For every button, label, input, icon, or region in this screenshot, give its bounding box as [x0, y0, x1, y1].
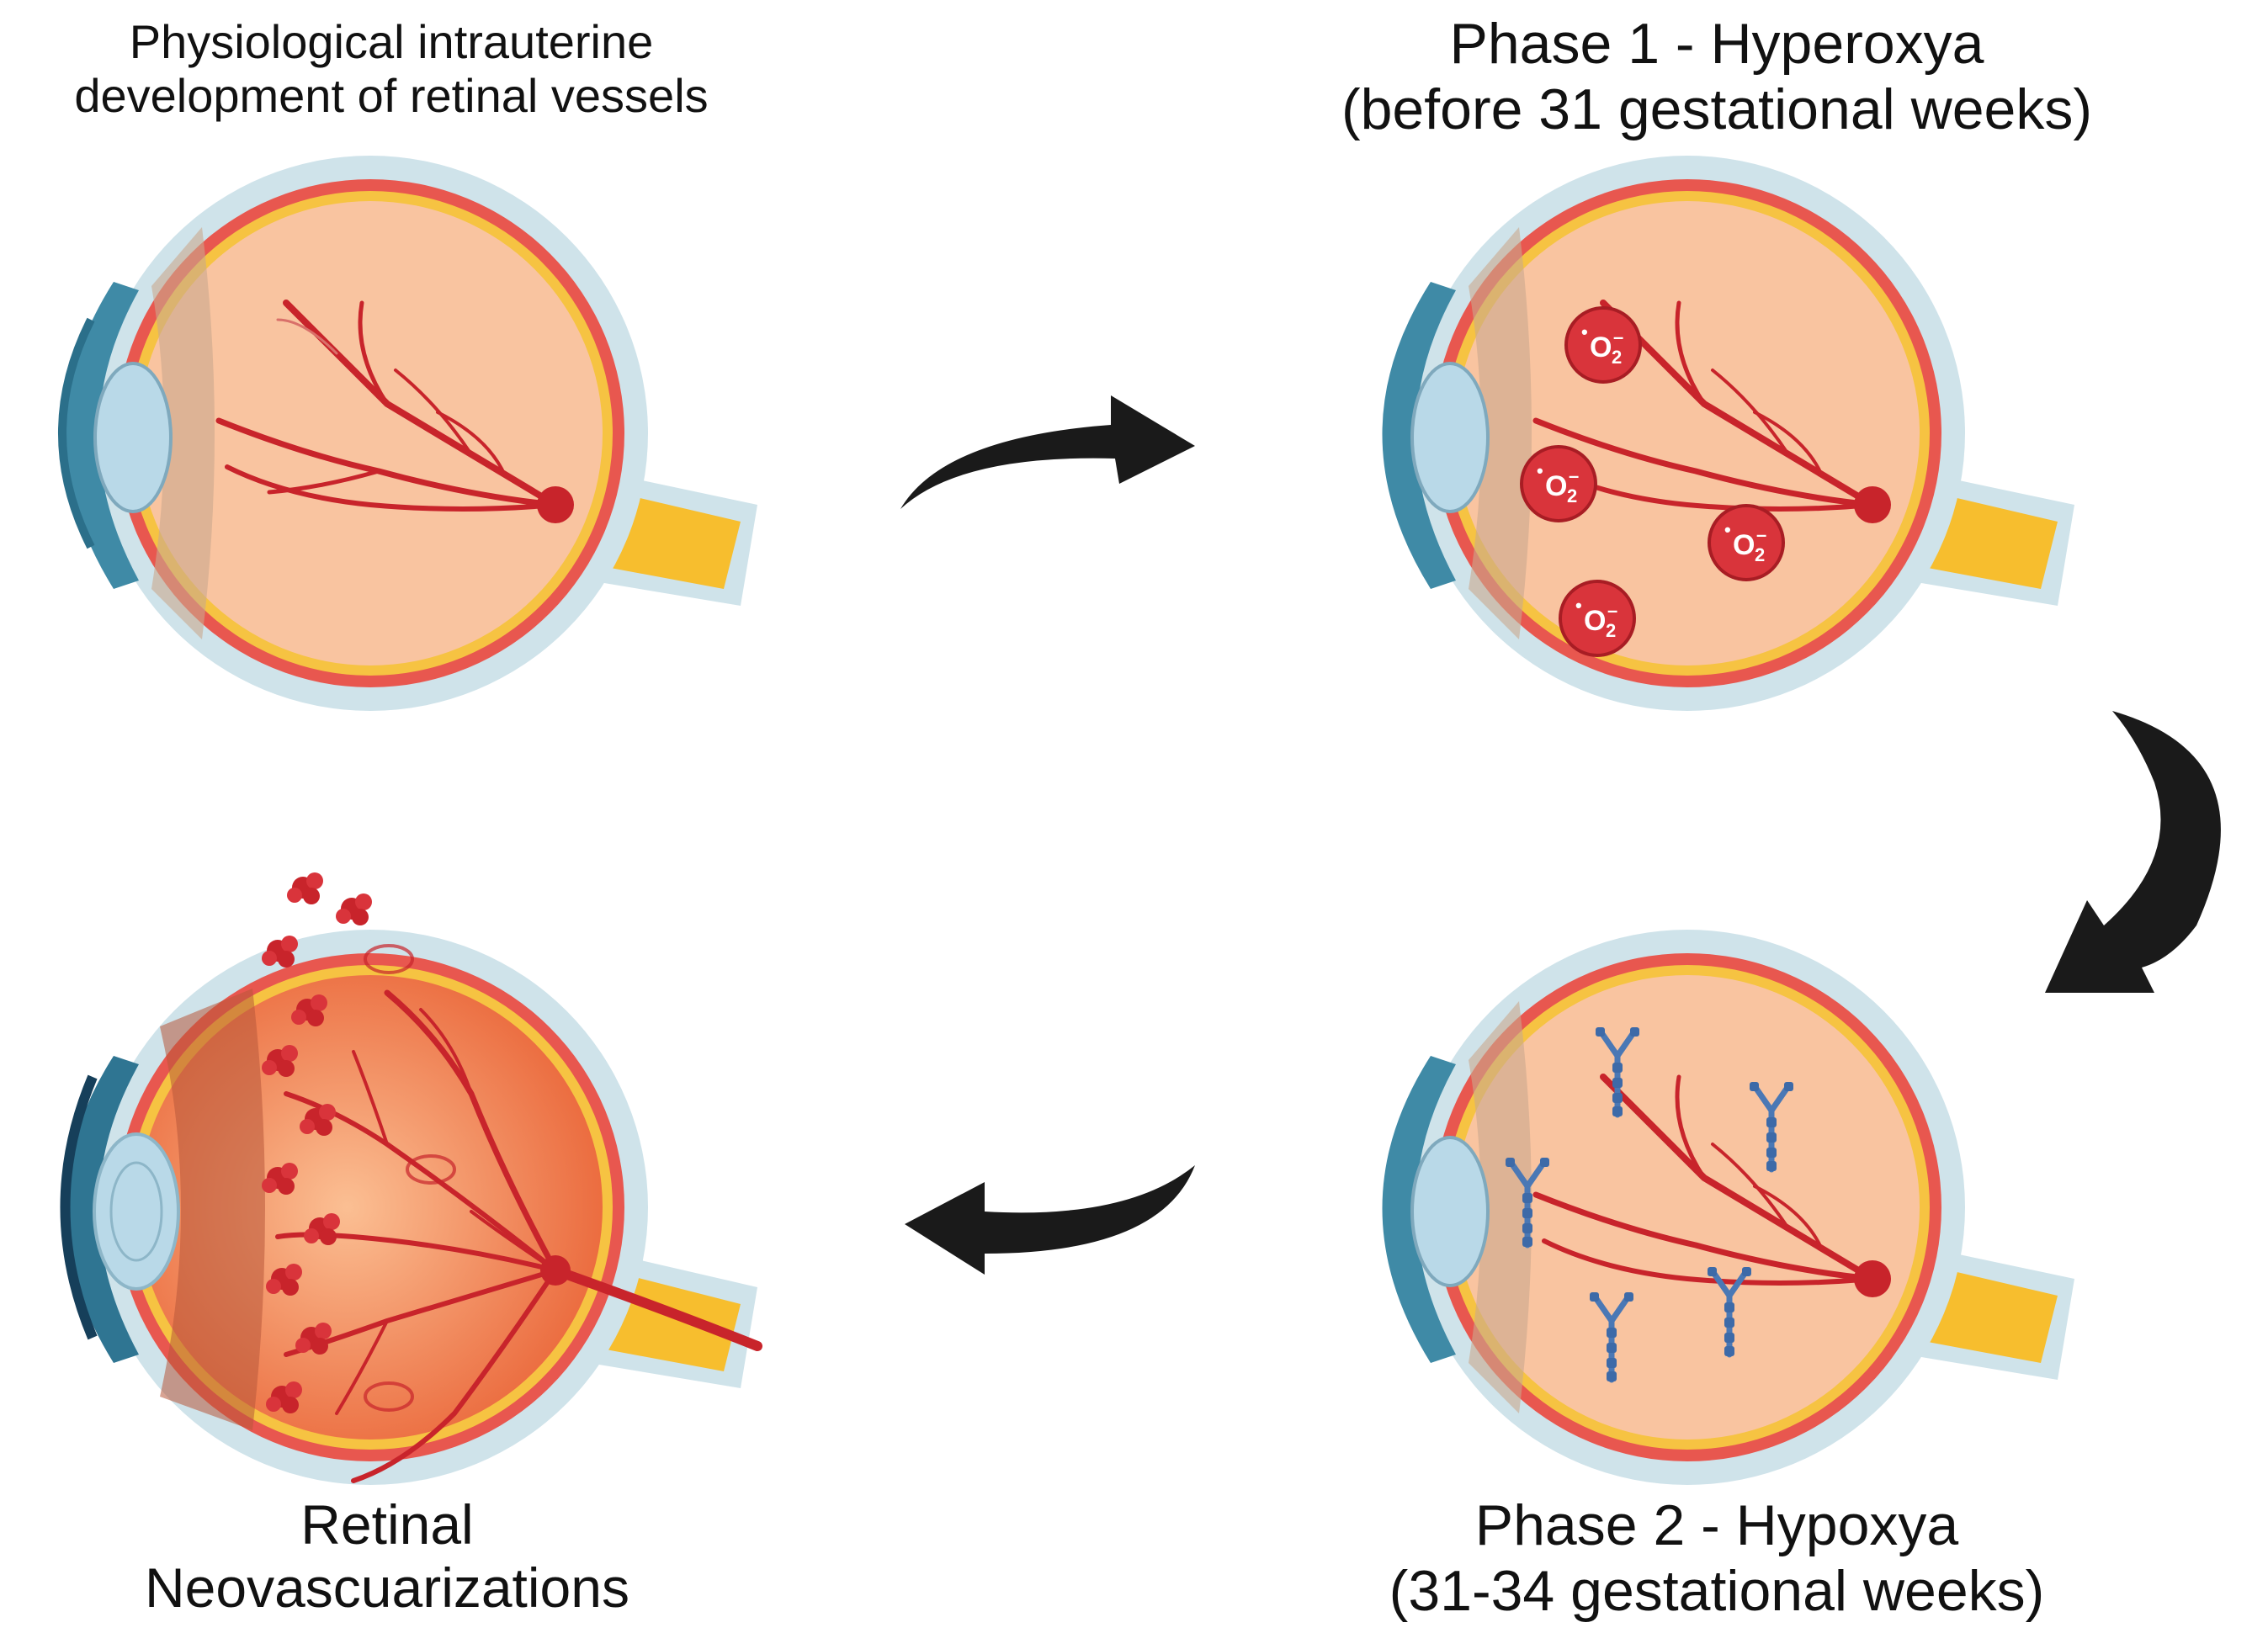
tuft	[336, 893, 372, 925]
panel-title-line: Phase 1 - Hyperoxya	[1449, 12, 1984, 76]
svg-text:•: •	[1537, 460, 1543, 481]
svg-text:2: 2	[1612, 347, 1622, 368]
panel-title-physiological: Physiological intrauterine development o…	[0, 15, 783, 123]
cornea	[65, 1056, 139, 1363]
panel-title-line: Phase 2 - Hypoxya	[1474, 1493, 1959, 1557]
vitreous	[138, 201, 603, 665]
vitreous	[1455, 975, 1920, 1440]
ciliary-body	[151, 227, 215, 639]
vessel-tree	[215, 300, 559, 512]
optic-disc	[537, 486, 574, 523]
flow-arrows	[900, 395, 2221, 1275]
panel-title-neovascularization: Retinal Neovascuarizations	[34, 1493, 741, 1620]
superoxide-group: • O 2 – • O 2 – • O 2 – • O 2 –	[1520, 306, 1785, 657]
tuft	[262, 936, 298, 968]
cornea	[1382, 282, 1456, 589]
svg-text:2: 2	[1567, 485, 1577, 506]
panel-title-line: Neovascuarizations	[145, 1556, 629, 1620]
svg-text:O: O	[1733, 529, 1755, 561]
eye-phase1	[1382, 156, 2074, 711]
superoxide-radical: • O 2 –	[1559, 580, 1636, 657]
svg-text:O: O	[1590, 331, 1612, 363]
svg-text:2: 2	[1606, 620, 1616, 641]
panel-title-phase1: Phase 1 - Hyperoxya (before 31 gestation…	[1296, 12, 2138, 142]
optic-disc	[1854, 1260, 1891, 1297]
panel-title-line: Physiological intrauterine	[129, 15, 654, 68]
panel-title-phase2: Phase 2 - Hypoxya (31-34 gestational wee…	[1296, 1493, 2138, 1624]
ciliary-body	[160, 989, 265, 1430]
eye-physiological	[58, 156, 757, 711]
svg-text:O: O	[1545, 470, 1567, 502]
iris	[58, 317, 95, 549]
svg-text:•: •	[1581, 321, 1588, 342]
lens	[93, 362, 173, 513]
svg-text:–: –	[1569, 465, 1579, 486]
panel-title-line: (before 31 gestational weeks)	[1341, 77, 2093, 141]
eye-neovascularization	[60, 930, 762, 1485]
arrow-down	[2045, 711, 2221, 993]
superoxide-radical: • O 2 –	[1708, 504, 1785, 581]
panel-title-line: Retinal	[300, 1493, 474, 1556]
cornea	[1382, 1056, 1456, 1363]
panel-title-line: development of retinal vessels	[74, 68, 709, 122]
svg-text:•: •	[1724, 519, 1731, 540]
superoxide-radical: • O 2 –	[1520, 445, 1597, 522]
svg-text:–: –	[1756, 524, 1766, 545]
eye-phase2	[1382, 930, 2074, 1485]
lens	[93, 1132, 180, 1291]
svg-text:–: –	[1613, 326, 1623, 347]
svg-text:–: –	[1607, 600, 1617, 621]
svg-text:O: O	[1584, 605, 1606, 637]
panel-title-line: (31-34 gestational weeks)	[1389, 1558, 2045, 1623]
arrow-right	[900, 395, 1195, 509]
tuft	[287, 872, 323, 904]
vitreous	[1455, 201, 1920, 665]
optic-disc	[540, 1255, 571, 1286]
cornea	[65, 282, 139, 589]
lens	[1410, 362, 1490, 513]
svg-text:2: 2	[1755, 544, 1765, 565]
lens	[1410, 1136, 1490, 1287]
optic-disc	[1854, 486, 1891, 523]
arrow-left	[905, 1165, 1195, 1275]
vessel-tree	[1532, 1074, 1876, 1286]
superoxide-radical: • O 2 –	[1564, 306, 1642, 384]
svg-text:•: •	[1575, 595, 1582, 616]
